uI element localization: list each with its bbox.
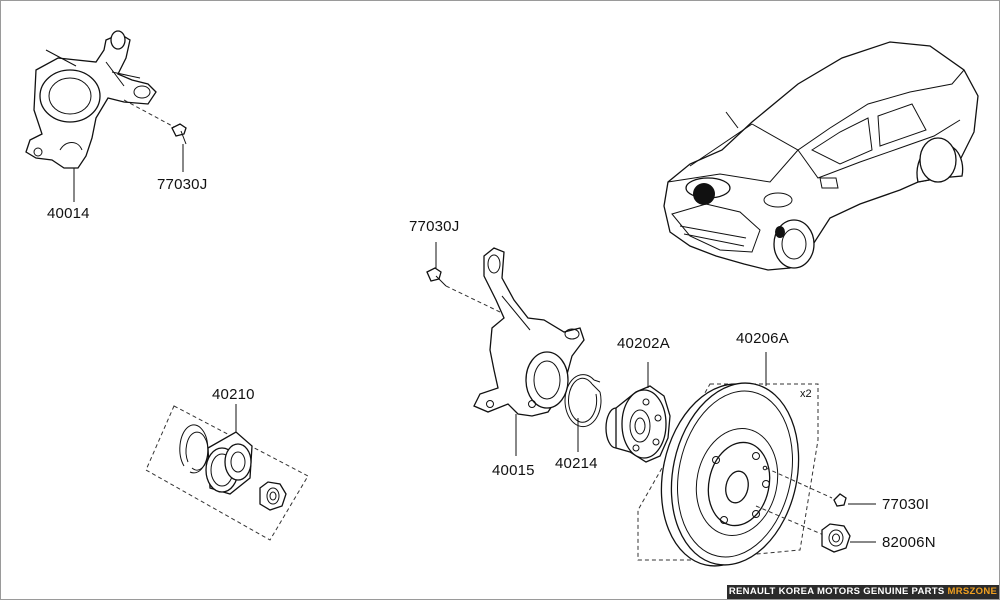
bolt-center-77030J[interactable] <box>426 267 447 287</box>
brake-disc[interactable] <box>645 371 815 578</box>
label-part-77030J-center[interactable]: 77030J <box>409 218 460 235</box>
label-part-40206A[interactable]: 40206A <box>736 330 789 347</box>
label-part-77030J-left[interactable]: 77030J <box>157 176 208 193</box>
label-part-82006N[interactable]: 82006N <box>882 534 936 551</box>
label-part-40202A[interactable]: 40202A <box>617 335 670 352</box>
label-part-40210[interactable]: 40210 <box>212 386 255 403</box>
footer-brand: MRSZONE <box>947 586 998 597</box>
footer-banner: RENAULT KOREA MOTORS GENUINE PARTS MRSZO… <box>727 585 999 599</box>
screw-axis <box>765 467 833 499</box>
wheel-bearing[interactable] <box>205 431 253 495</box>
leader-knuckle-left-top <box>45 49 77 67</box>
bolt-axis-left <box>123 99 177 129</box>
bearing-nut[interactable] <box>259 481 287 511</box>
steering-knuckle-left[interactable] <box>25 30 157 169</box>
label-part-40015[interactable]: 40015 <box>492 462 535 479</box>
bearing-kit-box <box>145 405 309 541</box>
hub-nut[interactable] <box>821 523 851 553</box>
disc-quantity: x2 <box>800 388 812 400</box>
label-part-77030I[interactable]: 77030I <box>882 496 930 513</box>
bearing-snap-ring[interactable] <box>179 424 209 474</box>
bolt-left-77030J[interactable] <box>171 123 187 145</box>
bolt-axis-center <box>445 285 501 313</box>
disc-screw[interactable] <box>833 493 847 507</box>
steering-knuckle-right[interactable] <box>473 247 585 417</box>
snap-ring[interactable] <box>564 374 602 428</box>
car-illustration <box>663 41 979 271</box>
label-part-40214[interactable]: 40214 <box>555 455 598 472</box>
nut-axis <box>755 505 827 537</box>
label-part-40014[interactable]: 40014 <box>47 205 90 222</box>
wheel-hub[interactable] <box>605 385 671 463</box>
footer-text: RENAULT KOREA MOTORS GENUINE PARTS <box>728 586 945 597</box>
